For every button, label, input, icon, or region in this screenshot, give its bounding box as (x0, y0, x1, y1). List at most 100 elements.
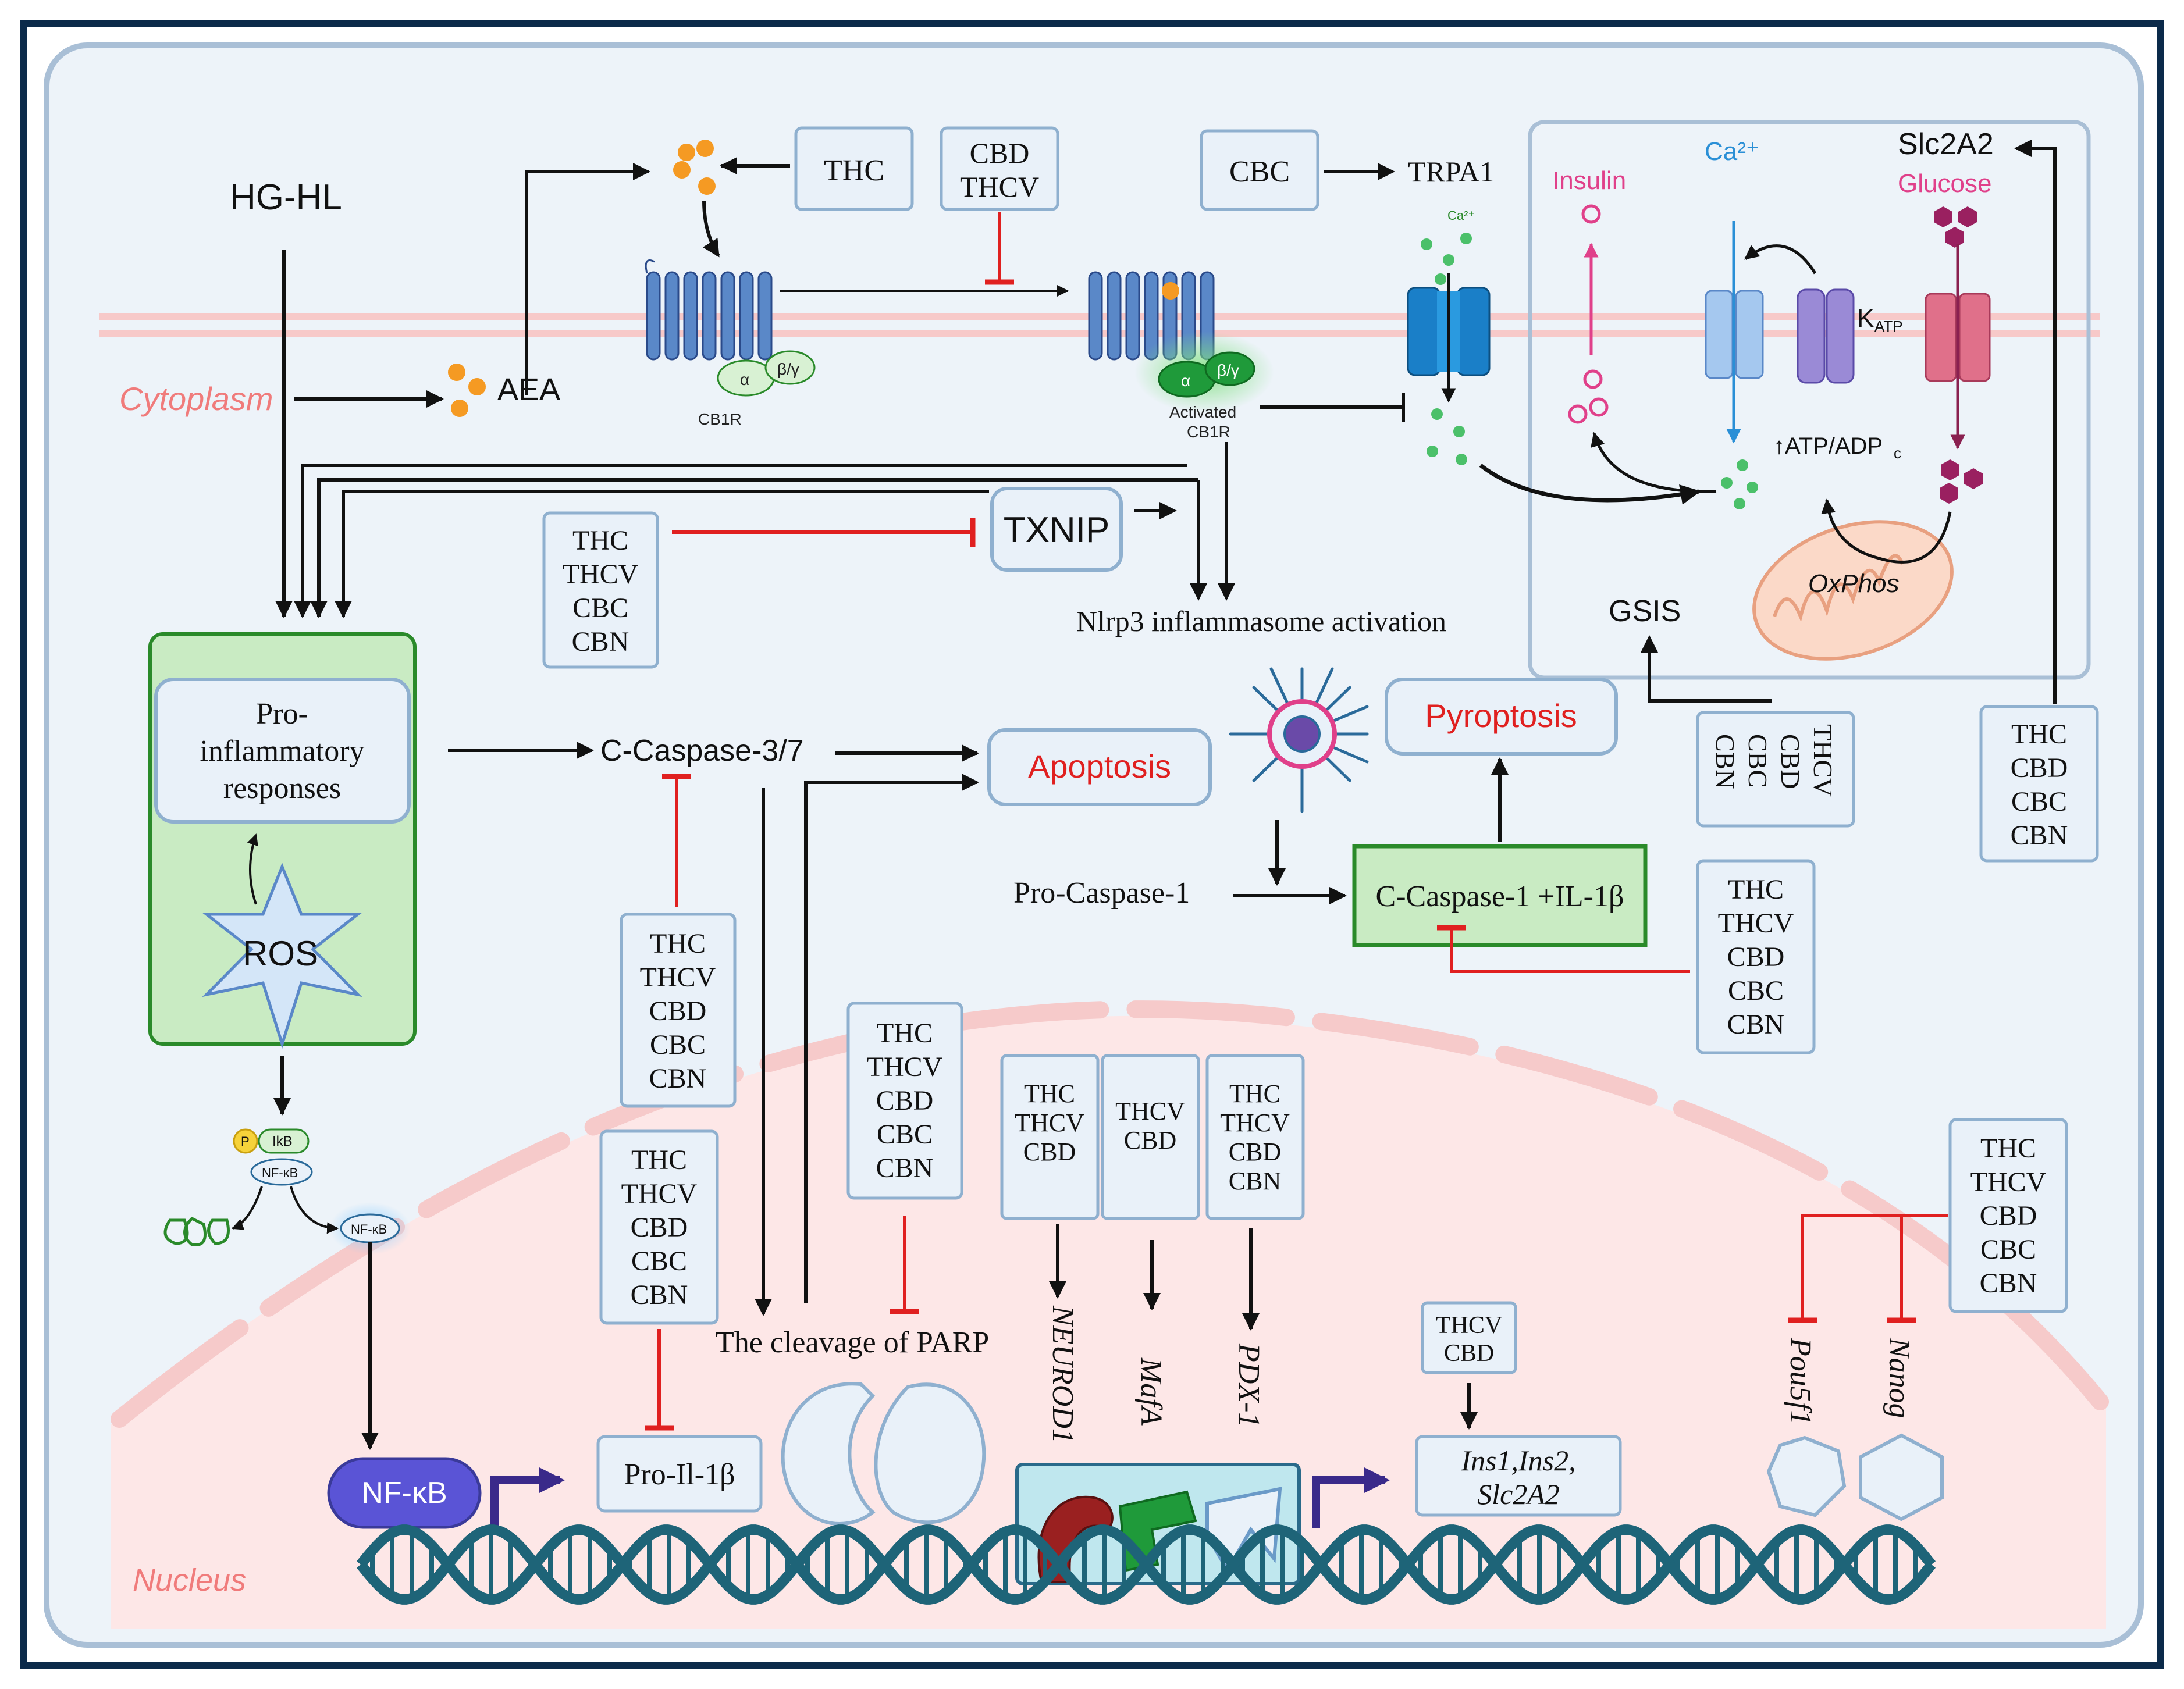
beta-cell-panel (1528, 120, 2091, 680)
slc2a2-inducer-box-line-3: CBN (2011, 820, 2068, 851)
nlrp3-label: Nlrp3 inflammasome activation (1076, 605, 1446, 637)
apoptosis-label: Apoptosis (1028, 748, 1171, 785)
katp-channel-icon (1797, 288, 1855, 384)
slc2a2-transporter-icon (1925, 293, 1991, 382)
ros-label: ROS (243, 934, 318, 973)
beta-gamma-label: β/γ (777, 360, 799, 378)
proil-inhibitor-box-line-1: THCV (621, 1178, 698, 1209)
slc2a2-inducer-box-line-2: CBC (2011, 786, 2067, 817)
slc2a2-top-label: Slc2A2 (1898, 127, 1994, 161)
nucleus-label: Nucleus (133, 1563, 246, 1598)
activated-label: Activated (1169, 403, 1236, 421)
cbd-thcv-top-box (940, 126, 1059, 211)
gsis-inducer-box-line-1: CBD (1776, 734, 1805, 789)
parp-inhibitor-box-line-2: CBD (876, 1085, 934, 1116)
cb1r-receptor-icon (645, 259, 773, 361)
ikb-degradation-arrow (232, 1186, 263, 1230)
pdx1-box-line-0: THC (1229, 1079, 1280, 1108)
ca2-label: Ca²⁺ (1705, 137, 1759, 166)
aea-ligand-icon (448, 364, 486, 417)
parp-inhibitor-box-line-3: CBC (877, 1119, 933, 1150)
pdx1-gene-label: PDX-1 (1232, 1343, 1265, 1427)
trpa1-ca-to-beta-arrow (1479, 464, 1701, 505)
slc2a2-inducer-box (1979, 705, 2099, 863)
parp-inhibitor-box-line-4: CBN (876, 1153, 934, 1184)
pou-nanog-inhibitor-box (1948, 1118, 2068, 1313)
inflammasome-core-inner (1283, 715, 1321, 753)
katp-label: K (1857, 304, 1874, 333)
activated-cb1r-icon (1088, 271, 1215, 361)
bound-ligand-icon (1162, 282, 1179, 300)
insulin-granule-icons (1568, 204, 1609, 424)
nanog-protein-icon (1859, 1433, 1944, 1521)
pou-nanog-inhibitor-box-line-1: THCV (1970, 1167, 2047, 1198)
gsis-inducer-box (1696, 711, 1855, 828)
insulin-label: Insulin (1552, 166, 1626, 195)
proil-inhibitor-box (599, 1129, 719, 1325)
tf-transcription-arrow (1312, 1467, 1390, 1528)
ros-star-icon (202, 863, 362, 1049)
pro-il1b-box (596, 1435, 763, 1513)
pdx1-box (1205, 1054, 1305, 1220)
nfkb-nuclear-label: NF-κB (361, 1476, 447, 1510)
txnip-inhibitor-box-line-0: THC (572, 525, 628, 556)
calcium-channel-icon (1705, 290, 1764, 379)
g-protein-icon (717, 350, 816, 397)
ins-genes-inducer-box (1421, 1301, 1517, 1374)
txnip-inhibitor-box-line-1: THCV (563, 559, 639, 590)
pou-nanog-inhibitor-box-line-3: CBC (1980, 1234, 2036, 1265)
atp-adp-label: ↑ATP/ADP (1773, 433, 1883, 459)
mitochondrion-icon (1752, 520, 1954, 661)
parp-inhibitor-box (846, 1002, 963, 1200)
pro-inflammatory-line-1: inflammatory (200, 735, 364, 768)
intracellular-calcium-icons (1721, 459, 1758, 509)
slc2a2-inducer-box-line-1: CBD (2011, 753, 2068, 783)
casp1-inhibitor-box-line-0: THC (1728, 874, 1784, 905)
txnip-inhibitor-box (542, 511, 659, 669)
activation-arrows (273, 140, 2057, 1450)
ikb-nfkb-complex-icon (233, 1128, 313, 1186)
gsis-inducer-box-line-3: CBN (1710, 734, 1740, 789)
neurod1-box (1000, 1054, 1100, 1220)
ins-genes-line-0: Ins1,Ins2, (1460, 1444, 1575, 1477)
pro-inflammatory-line-2: responses (223, 772, 341, 805)
glucose-label: Glucose (1898, 169, 1991, 198)
txnip-inhibitor-box-line-3: CBN (572, 626, 629, 657)
cbc-top-box (1200, 129, 1319, 211)
mafa-box-line-0: THCV (1115, 1097, 1185, 1125)
cytoplasm-label: Cytoplasm (119, 380, 273, 417)
trpa1-label: TRPA1 (1408, 155, 1494, 188)
caspase37-label: C-Caspase-3/7 (600, 734, 804, 768)
parp-inhibitor-box-line-1: THCV (867, 1052, 943, 1082)
pro-inflammatory-box (154, 678, 411, 824)
proil-inhibitor-box-line-2: CBD (631, 1212, 688, 1243)
proil-inhibitor-box-line-4: CBN (631, 1280, 688, 1310)
casp37-inhibitor-box-line-4: CBN (649, 1063, 707, 1094)
mafa-box-line-1: CBD (1124, 1126, 1176, 1154)
degraded-ikb-icon (163, 1216, 230, 1247)
casp37-inhibitor-box-line-1: THCV (640, 962, 716, 993)
cbc-top-box-line-0: CBC (1229, 155, 1290, 188)
activated-alpha-label: α (1181, 372, 1190, 390)
activated-g-protein-icon (1158, 351, 1255, 398)
neurod1-box-line-2: CBD (1023, 1138, 1076, 1166)
aea-label: AEA (497, 372, 560, 407)
ins-genes-inducer-box-line-1: CBD (1444, 1340, 1494, 1367)
nfkb-complex-label: NF-κB (262, 1166, 298, 1180)
pou5f1-gene-label: Pou5f1 (1784, 1337, 1817, 1425)
neurod1-box-line-1: THCV (1015, 1109, 1084, 1137)
pyroptosis-box (1385, 678, 1618, 756)
gsis-inducer-box-line-0: THCV (1808, 724, 1838, 797)
casp1-inhibitor-box-line-4: CBN (1727, 1009, 1785, 1040)
activated-beta-gamma-label: β/γ (1217, 361, 1239, 379)
nfkb-transcription-arrow (490, 1467, 565, 1528)
thc-top-box (794, 126, 914, 211)
mafa-box (1101, 1054, 1200, 1220)
cbd-thcv-top-box-line-0: CBD (970, 137, 1030, 169)
neurod1-gene-label: NEUROD1 (1046, 1305, 1079, 1444)
casp37-inhibitor-box (620, 913, 737, 1108)
c-caspase1-box (1352, 844, 1648, 947)
pro-il1b-label: Pro-Il-1β (624, 1458, 735, 1491)
